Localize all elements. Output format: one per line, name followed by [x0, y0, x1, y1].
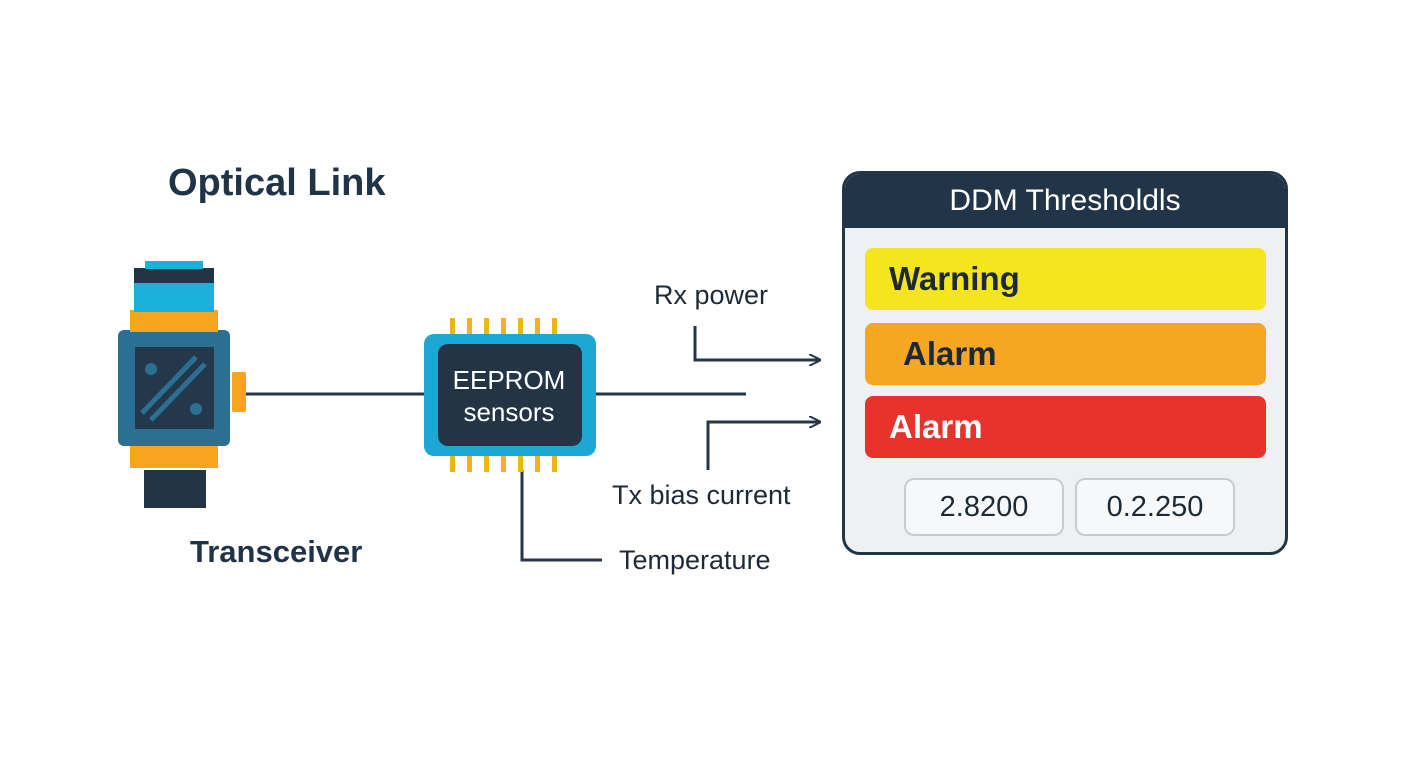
threshold-value-box-1[interactable]: 2.8200 [904, 478, 1064, 536]
temperature-label: Temperature [619, 545, 771, 575]
tx-bias-arrow [706, 422, 820, 470]
temperature-line [520, 470, 602, 562]
chip-pins [450, 318, 557, 472]
transceiver-label: Transceiver [190, 534, 363, 569]
diagram-title: Optical Link [168, 162, 386, 204]
chip-label-line-2: sensors [463, 397, 555, 427]
transceiver-icon [118, 261, 246, 508]
eeprom-chip-icon [424, 318, 596, 472]
chip-label: EEPROM sensors [438, 364, 580, 428]
tx-bias-current-label: Tx bias current [612, 480, 791, 510]
warning-level: Warning [865, 248, 1266, 310]
connector-lines [246, 326, 820, 562]
rx-power-label: Rx power [654, 280, 769, 310]
chip-label-line-1: EEPROM [452, 365, 566, 395]
rx-power-arrow [693, 326, 820, 360]
ddm-thresholds-header: DDM Thresholdls [845, 174, 1285, 228]
threshold-value-box-2[interactable]: 0.2.250 [1075, 478, 1235, 536]
alarm-level-red: Alarm [865, 396, 1266, 458]
alarm-level-orange: Alarm [865, 323, 1266, 385]
ddm-thresholds-panel: DDM Thresholdls Warning Alarm Alarm 2.82… [842, 171, 1288, 555]
